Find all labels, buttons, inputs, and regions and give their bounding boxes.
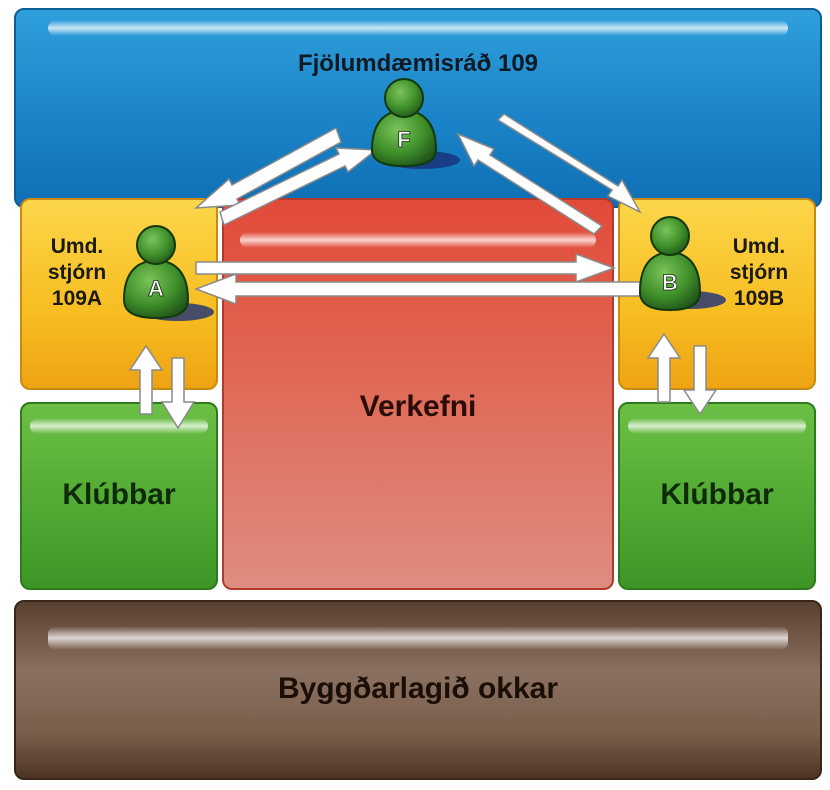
district-a-line2: stjórn	[47, 261, 107, 284]
district-b-line3: 109B	[733, 287, 785, 310]
person-f-letter: F	[397, 127, 410, 152]
district-a-line3: 109A	[51, 287, 103, 310]
arrow-icon	[193, 126, 342, 209]
projects-label: Verkefni	[359, 390, 477, 423]
arrow-icon	[646, 332, 682, 403]
clubs-b-label: Klúbbar	[660, 478, 774, 511]
person-icon-b: B	[638, 216, 726, 312]
arrow-icon	[195, 252, 617, 284]
clubs-a-block: Klúbbar	[20, 402, 218, 590]
community-block: Byggðarlagið okkar	[14, 600, 822, 780]
arrow-icon	[456, 132, 604, 235]
district-a-label: Umd. stjórn 109A	[32, 234, 122, 312]
community-label: Byggðarlagið okkar	[277, 672, 559, 705]
person-b-letter: B	[662, 270, 678, 295]
district-b-line1: Umd.	[732, 235, 786, 258]
clubs-a-label: Klúbbar	[62, 478, 176, 511]
multi-district-council-block: Fjölumdæmisráð 109	[14, 8, 822, 208]
arrow-icon	[496, 113, 642, 214]
arrow-icon	[160, 357, 196, 430]
arrow-icon	[219, 147, 379, 227]
clubs-b-block: Klúbbar	[618, 402, 816, 590]
person-icon-a: A	[122, 225, 214, 321]
arrow-icon	[682, 345, 718, 416]
district-b-label: Umd. stjórn 109B	[714, 234, 804, 312]
arrow-icon	[193, 272, 641, 306]
district-b-line2: stjórn	[729, 261, 789, 284]
council-title: Fjölumdæmisráð 109	[297, 50, 539, 77]
arrow-icon	[128, 344, 164, 415]
person-a-letter: A	[148, 276, 164, 301]
district-a-line1: Umd.	[50, 235, 104, 258]
person-icon-f: F	[370, 78, 460, 169]
